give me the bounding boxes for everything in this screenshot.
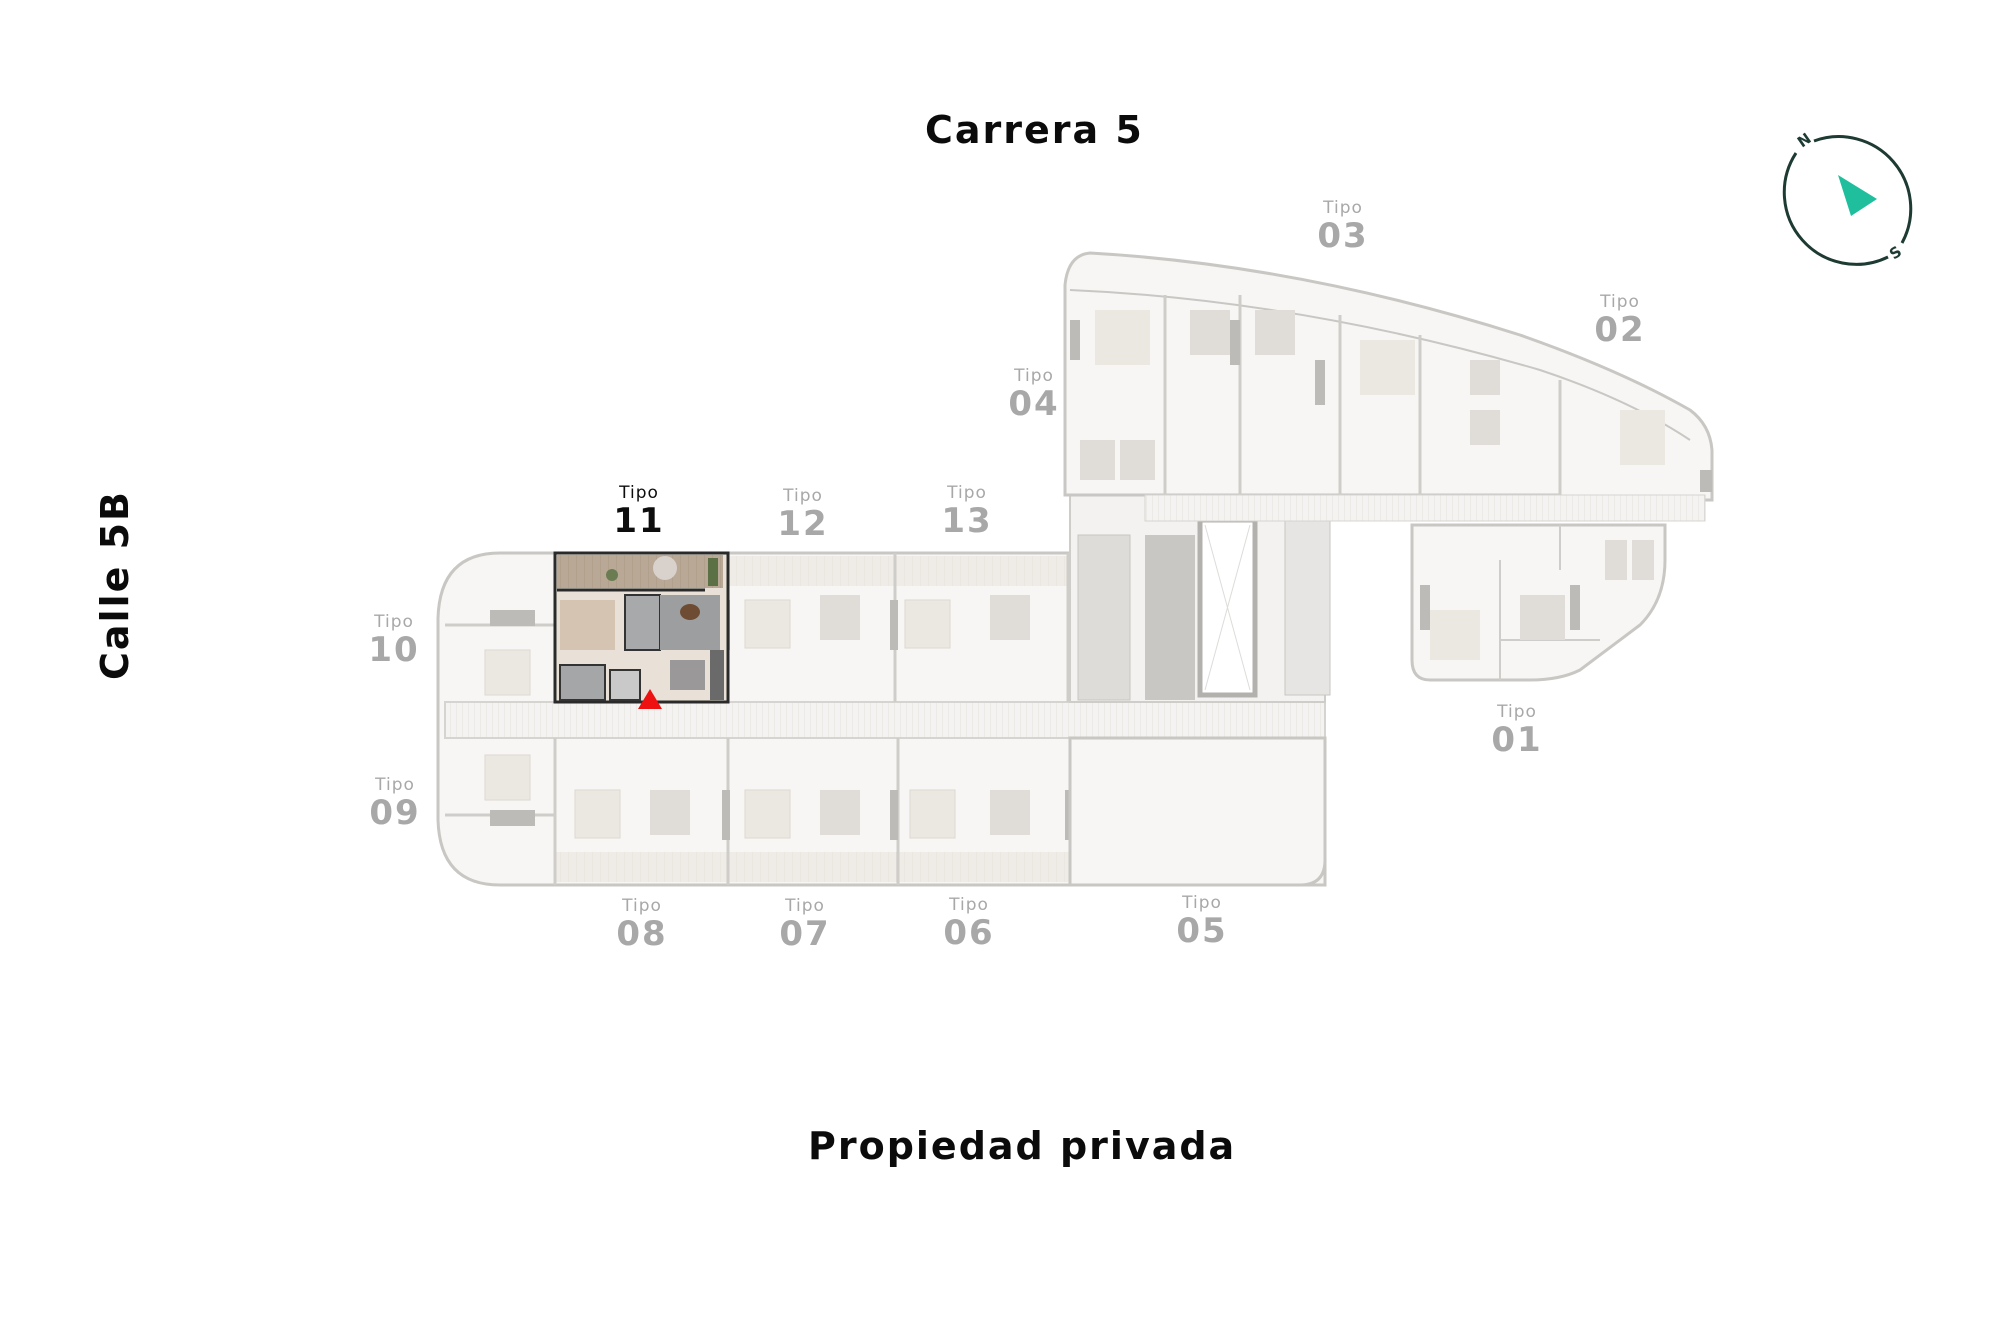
compass-south: S [1886, 242, 1905, 263]
unit-label-01[interactable]: Tipo 01 [1491, 702, 1543, 760]
unit-label-05[interactable]: Tipo 05 [1176, 893, 1228, 951]
compass-arrow-icon [1838, 175, 1877, 216]
unit-label-13[interactable]: Tipo 13 [941, 483, 993, 541]
unit-label-03[interactable]: Tipo 03 [1317, 198, 1369, 256]
east-wing [1410, 523, 1667, 682]
unit-label-10[interactable]: Tipo 10 [368, 612, 420, 670]
core [1069, 494, 1455, 703]
unit-label-02[interactable]: Tipo 02 [1594, 292, 1646, 350]
entry-marker-icon [638, 689, 662, 709]
compass-north: N [1794, 129, 1815, 151]
street-label-top: Carrera 5 [925, 108, 1144, 152]
unit-label-09[interactable]: Tipo 09 [369, 775, 421, 833]
unit-label-04[interactable]: Tipo 04 [1008, 366, 1060, 424]
unit-label-11[interactable]: Tipo 11 [613, 483, 665, 541]
north-east-wing [1063, 251, 1714, 522]
unit-label-12[interactable]: Tipo 12 [777, 486, 829, 544]
unit-11-plan[interactable] [553, 551, 730, 704]
street-label-left: Calle 5B [93, 490, 137, 680]
compass: N S [1762, 115, 1922, 275]
unit-label-08[interactable]: Tipo 08 [616, 896, 668, 954]
street-label-bottom: Propiedad privada [808, 1124, 1237, 1168]
compass-icon: N S [1782, 129, 1913, 266]
unit-label-06[interactable]: Tipo 06 [943, 895, 995, 953]
unit-label-07[interactable]: Tipo 07 [779, 896, 831, 954]
